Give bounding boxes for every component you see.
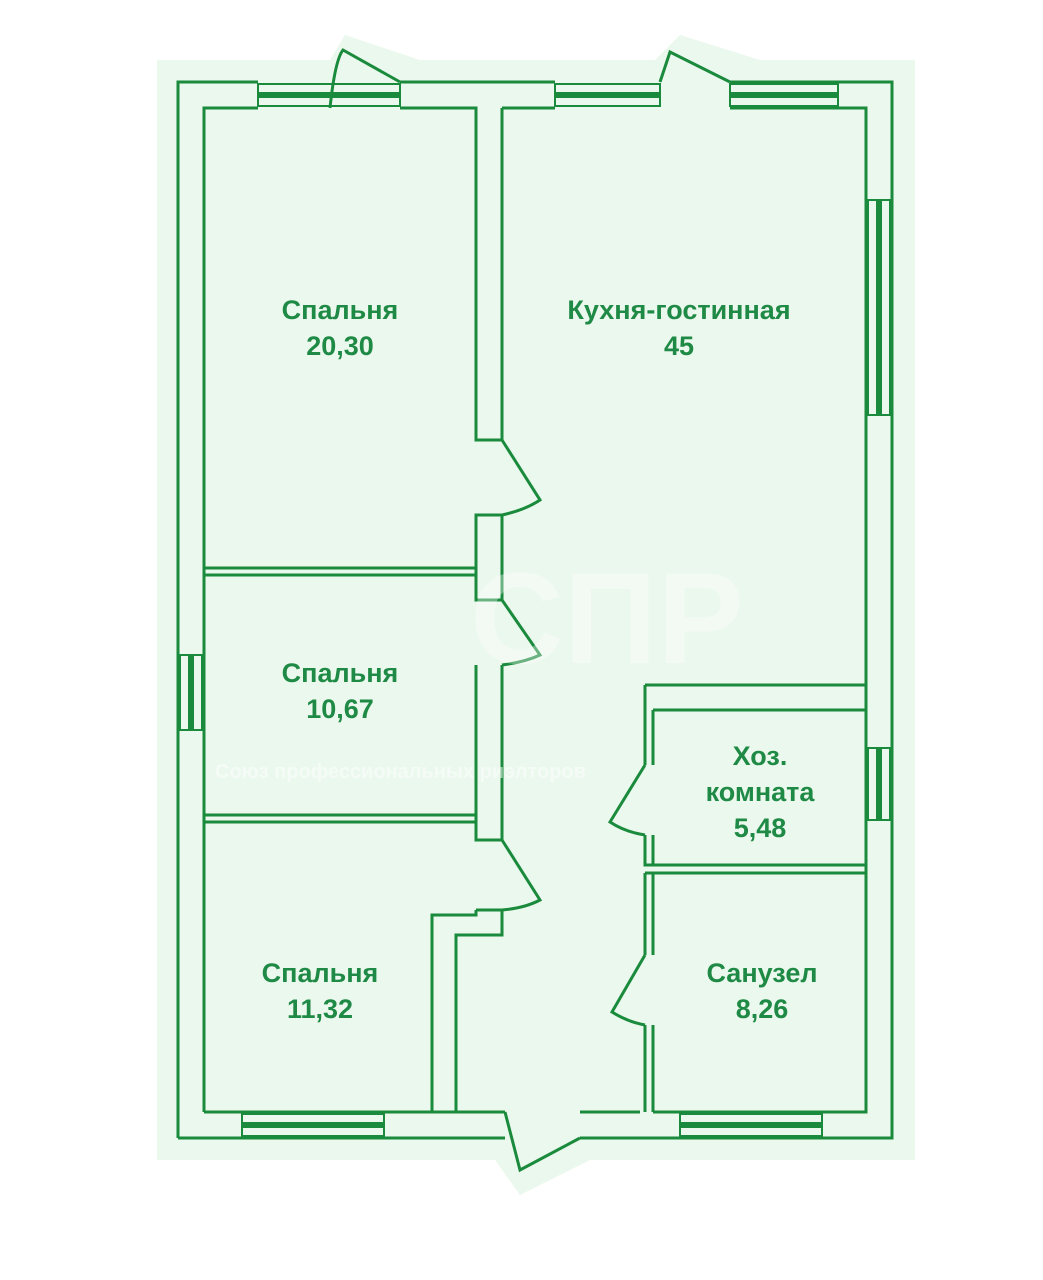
outer-wall [176, 80, 894, 1140]
interior-wall [204, 566, 476, 824]
door [328, 48, 401, 109]
door [500, 599, 543, 667]
door [500, 839, 543, 912]
watermark-logo: СПР [470, 545, 745, 691]
door [609, 954, 647, 1027]
door [500, 439, 543, 517]
entrance-door [503, 1111, 581, 1173]
watermark-tagline: Союз профессиональных риэлторов [215, 761, 586, 783]
door [607, 764, 647, 837]
window [179, 83, 891, 1137]
interior-wall [643, 683, 866, 1112]
plan-background [157, 35, 915, 1195]
door [658, 49, 731, 84]
inner-wall [202, 106, 868, 1114]
